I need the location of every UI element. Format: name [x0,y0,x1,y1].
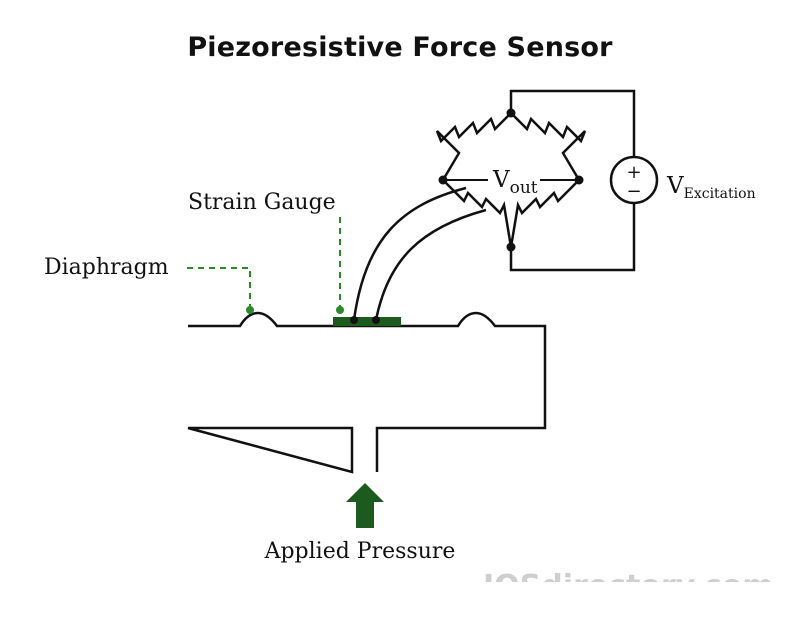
resistor-left-bottom [442,179,513,248]
vexcitation-label: VExcitation [666,173,756,202]
diaphragm-label: Diaphragm [44,255,169,280]
source-plus-sign: + [626,162,641,183]
vout-label-main: V [492,167,510,193]
bridge-resistors [435,112,587,248]
resistor-top-right [510,112,587,181]
vexcitation-label-sub: Excitation [684,186,756,202]
strain-gauge-label: Strain Gauge [188,190,336,215]
applied-pressure-label: Applied Pressure [264,539,456,564]
diaphragm-leader-dot [246,306,254,314]
lead-wire-outer [352,186,467,321]
vout-label-sub: out [510,178,538,198]
sensor-body [187,311,547,474]
gauge-terminal-left [350,316,358,324]
watermark-crop [460,582,800,628]
vexcitation-label-main: V [666,173,684,199]
gauge-terminal-right [372,316,380,324]
resistor-right-bottom [509,179,580,248]
bridge-node-left [438,175,448,185]
diagram-title: Piezoresistive Force Sensor [187,32,613,63]
bridge-node-right [574,175,584,185]
voltage-source-icon [609,155,659,205]
lead-wire-inner [374,208,487,321]
diaphragm-leader [187,267,251,309]
resistor-top-left [435,112,512,181]
strain-gauge [333,317,401,326]
excitation-wire [509,89,636,272]
vout-label: Vout [492,167,538,198]
pressure-arrow-icon [346,483,384,528]
source-minus-sign: − [626,181,641,202]
strain-gauge-leader-dot [336,306,344,314]
